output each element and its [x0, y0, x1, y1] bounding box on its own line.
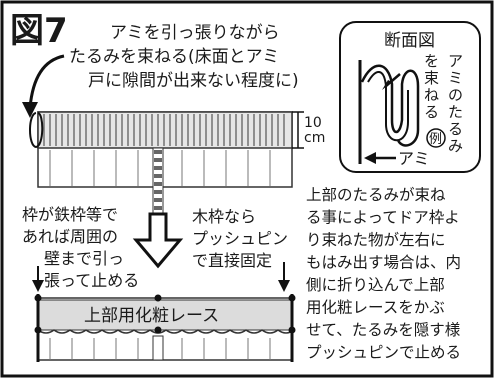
right-paragraph-line: もはみ出す場合は、内	[306, 254, 461, 272]
push-pin	[288, 326, 296, 334]
middle-note-line-2: プッシュピン	[192, 229, 288, 248]
slack-label-char: ミ	[448, 69, 463, 87]
gather-pleats	[43, 114, 285, 146]
bundle-label-char: ね	[424, 86, 439, 104]
example-mark-circle	[426, 128, 446, 148]
bottom-curtain: 上部用化粧レース	[34, 294, 296, 362]
right-paragraph-line: 上部のたるみが束ね	[306, 186, 446, 204]
push-pin	[154, 326, 162, 334]
middle-note-line-1: 木枠なら	[192, 207, 256, 226]
bundle-label-char: を	[424, 52, 439, 70]
right-paragraph-line: プッシュピンで止める	[306, 344, 461, 362]
top-curtain	[29, 111, 293, 224]
right-paragraph-line: 用化粧レースをかぶ	[306, 299, 445, 317]
top-caption-line-3: 戸に隙間が出来ない程度に)	[88, 71, 299, 91]
slack-label-char: ア	[448, 52, 463, 70]
bundle-label-char: 束	[424, 69, 439, 87]
figure-label: 図7	[10, 11, 68, 51]
left-gather-clip	[29, 112, 44, 149]
push-pin	[34, 326, 42, 334]
example-mark: 例	[429, 132, 442, 147]
middle-note-line-3: で直接固定	[192, 251, 272, 270]
top-caption: アミを引っ張りながら たるみを束ねる(床面とアミ 戸に隙間が出来ない程度に)	[69, 23, 299, 91]
top-caption-line-2: たるみを束ねる(床面とアミ	[69, 47, 279, 67]
bottom-curtain-lines	[49, 338, 271, 360]
middle-note: 木枠なら プッシュピン で直接固定	[192, 207, 290, 292]
seam-check	[154, 198, 162, 202]
dimension-value: 10	[304, 115, 322, 131]
seam-check	[154, 190, 162, 194]
right-paragraph: 上部のたるみが束ねる事によってドア枠より束ねた物が左右にもはみ出す場合は、内側に…	[306, 186, 461, 362]
right-paragraph-line: り束ねた物が左右に	[306, 231, 446, 249]
folded-mesh-inner	[367, 71, 409, 142]
push-pin	[288, 294, 296, 302]
slack-label-char: の	[448, 86, 463, 104]
seam-check	[154, 166, 162, 170]
folded-mesh-curve	[360, 64, 420, 147]
right-paragraph-line: せて、たるみを隠す様	[306, 321, 461, 339]
right-paragraph-line: 側に折り込んで上部	[306, 276, 445, 294]
caption-arrow	[28, 54, 65, 109]
seam-check	[154, 182, 162, 186]
dimension-unit: cm	[304, 130, 325, 146]
left-note-line-2: あれば周囲の	[22, 227, 118, 246]
slack-label-char: た	[448, 103, 463, 121]
cross-section-title: 断面図	[384, 31, 435, 51]
top-caption-line-1: アミを引っ張りながら	[110, 23, 280, 43]
seam-check	[154, 150, 162, 154]
seam-check	[154, 158, 162, 162]
left-note: 枠が鉄枠等で あれば周囲の 壁まで引っ 張って止める	[22, 205, 139, 292]
bundle-label-char: る	[424, 103, 439, 121]
lace-label-bg	[80, 305, 230, 325]
mesh-arrow-label: アミ	[398, 149, 430, 168]
caption-arrowhead	[22, 102, 38, 118]
dimension-marker: 10 cm	[292, 111, 325, 149]
left-note-line-4: 張って止める	[44, 271, 139, 290]
push-pin	[34, 294, 42, 302]
big-down-arrow	[132, 212, 184, 269]
push-pin	[154, 294, 162, 302]
lace-label: 上部用化粧レース	[84, 306, 219, 326]
seam-check	[154, 174, 162, 178]
mesh-pointer-arrowhead	[364, 152, 376, 164]
slack-label-char: み	[448, 137, 463, 155]
right-paragraph-line: る事によってドア枠よ	[306, 209, 460, 227]
seam-check	[154, 206, 162, 210]
left-note-line-3: 壁まで引っ	[44, 249, 124, 268]
center-seam-pattern	[154, 150, 162, 218]
bundle-label-column: を束ねる	[424, 52, 439, 121]
slack-label-char: る	[448, 120, 463, 138]
left-note-line-1: 枠が鉄枠等で	[22, 205, 118, 224]
bottom-center-seam	[152, 335, 164, 361]
lace-scallop-edge	[37, 329, 295, 334]
